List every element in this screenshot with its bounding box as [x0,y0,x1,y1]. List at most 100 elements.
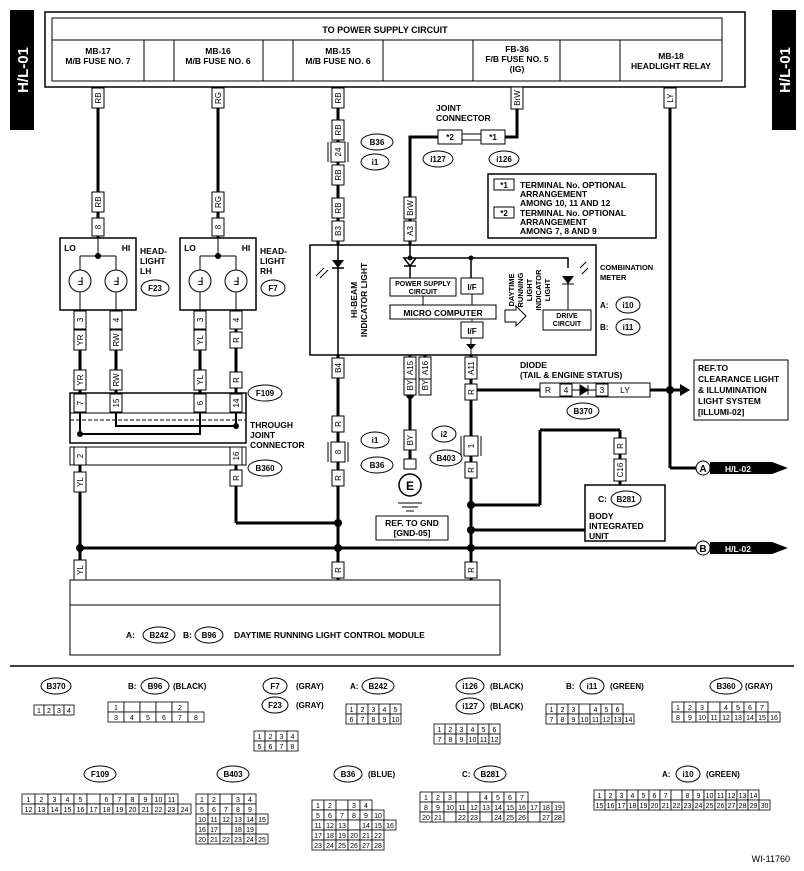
pin-rh-3: 3 [193,310,207,330]
power-supply-title: TO POWER SUPPLY CIRCUIT [322,25,448,35]
pin-number: 9 [436,805,440,812]
pin-number: 1 [350,707,354,714]
svg-text:A: A [699,464,706,475]
pin-cell [383,819,397,831]
relay-mb18-desc: HEADLIGHT RELAY [631,61,711,71]
pin-number: 26 [518,815,526,822]
pin-number: 9 [572,717,576,724]
svg-text:HEAD-: HEAD- [140,246,167,256]
svg-text:LIGHT SYSTEM: LIGHT SYSTEM [698,396,761,406]
pin-number: 15 [596,803,604,810]
svg-text:[GND-05]: [GND-05] [394,528,431,538]
wire-label-yr-2: YR [73,369,87,391]
fuse-fb36-desc: F/B FUSE NO. 5 [485,54,549,64]
pin-number: 17 [90,807,98,814]
svg-text:RB: RB [334,92,343,103]
svg-text:B36: B36 [370,461,385,470]
svg-text:LIGHT: LIGHT [260,256,286,266]
pin-number: 4 [66,797,70,804]
arrow-a-hl02: A H/L-02 [695,460,788,476]
joint-mark-2: *2 [446,133,454,142]
pin-number: 13 [38,807,46,814]
svg-text:A15: A15 [406,360,415,375]
svg-text:B360: B360 [716,682,736,691]
pin-number: 7 [178,715,182,722]
pin-number: 5 [605,707,609,714]
pin-number: 2 [40,797,44,804]
side-tab-left-label: H/L-01 [15,47,32,93]
svg-text:R: R [232,377,241,383]
wire-label-r-4: R [331,415,345,433]
pin-number: 6 [748,705,752,712]
svg-text:B281: B281 [480,770,500,779]
svg-text:B4: B4 [334,363,343,373]
pin-number: 22 [673,803,681,810]
pin-number: 21 [662,803,670,810]
conn-i127: i127 [430,155,446,164]
pin-cell [335,799,349,811]
pin-number: 12 [470,805,478,812]
pin-number: 2 [47,708,51,715]
conn-f109: F109 [256,389,275,398]
wire-label-brw-meter: BrW [403,196,417,220]
pin-number: 18 [234,827,242,834]
pin-number: 25 [258,837,266,844]
ground: E REF. TO GND [GND-05] [375,458,449,541]
wire-label-rb-meter: RB [331,197,345,219]
conn-i1-bottom: i1 [360,431,390,449]
pin-number: 2 [178,705,182,712]
pin-number: 2 [609,793,613,800]
ref-clearance-box: REF.TO CLEARANCE LIGHT & ILLUMINATION LI… [693,359,789,421]
pin-number: 3 [236,797,240,804]
svg-text:JOINT: JOINT [250,430,276,440]
svg-text:(GREEN): (GREEN) [706,770,740,779]
pin-cell [488,733,501,745]
pin-number: 16 [770,715,778,722]
svg-text:COMBINATION: COMBINATION [600,263,653,272]
pin-number: 23 [314,843,322,850]
pin-number: 5 [200,807,204,814]
svg-text:H/L-02: H/L-02 [725,464,751,474]
fuse-mb15-desc: M/B FUSE NO. 6 [305,56,370,66]
svg-text:B:: B: [128,682,136,691]
pin-cell [155,701,173,713]
pin-number: 28 [374,843,382,850]
svg-text:BrW: BrW [406,200,415,216]
power-supply-box: TO POWER SUPPLY CIRCUIT MB-17 M/B FUSE N… [44,11,746,88]
pin-cell [139,701,157,713]
svg-text:RW: RW [112,333,121,347]
pin-number: 4 [291,734,295,741]
svg-text:DIODE: DIODE [520,360,547,370]
pin-number: 7 [760,705,764,712]
wire-label-r-7: R [464,461,478,479]
conn-b370: B370 [573,407,593,416]
svg-text:B370: B370 [46,682,66,691]
pin-number: 6 [105,797,109,804]
pin-number: 10 [198,817,206,824]
svg-text:HI-BEAM: HI-BEAM [349,282,359,318]
pin-cell [622,713,635,725]
pin-number: 13 [234,817,242,824]
pin-number: 6 [616,707,620,714]
pin-number: 8 [676,715,680,722]
wire-label-r-9: R [331,561,345,579]
pin-number: 11 [458,805,465,812]
fuse-mb15: MB-15 [325,46,351,56]
svg-text:BrW: BrW [513,90,522,106]
svg-text:RW: RW [112,373,121,387]
pin-number: 11 [592,717,599,724]
pin-number: 6 [508,795,512,802]
bulb-lo-rh-icon: Ⅎ [197,276,203,288]
svg-text:B403: B403 [223,770,243,779]
wire-label-r-6: R [464,383,478,401]
svg-text:i1: i1 [372,436,379,445]
pin-number: 5 [642,793,646,800]
svg-text:YL: YL [196,375,205,385]
svg-text:B36: B36 [341,770,356,779]
wire-label-rg-1: RG [211,87,225,109]
pin-number: 2 [269,734,273,741]
